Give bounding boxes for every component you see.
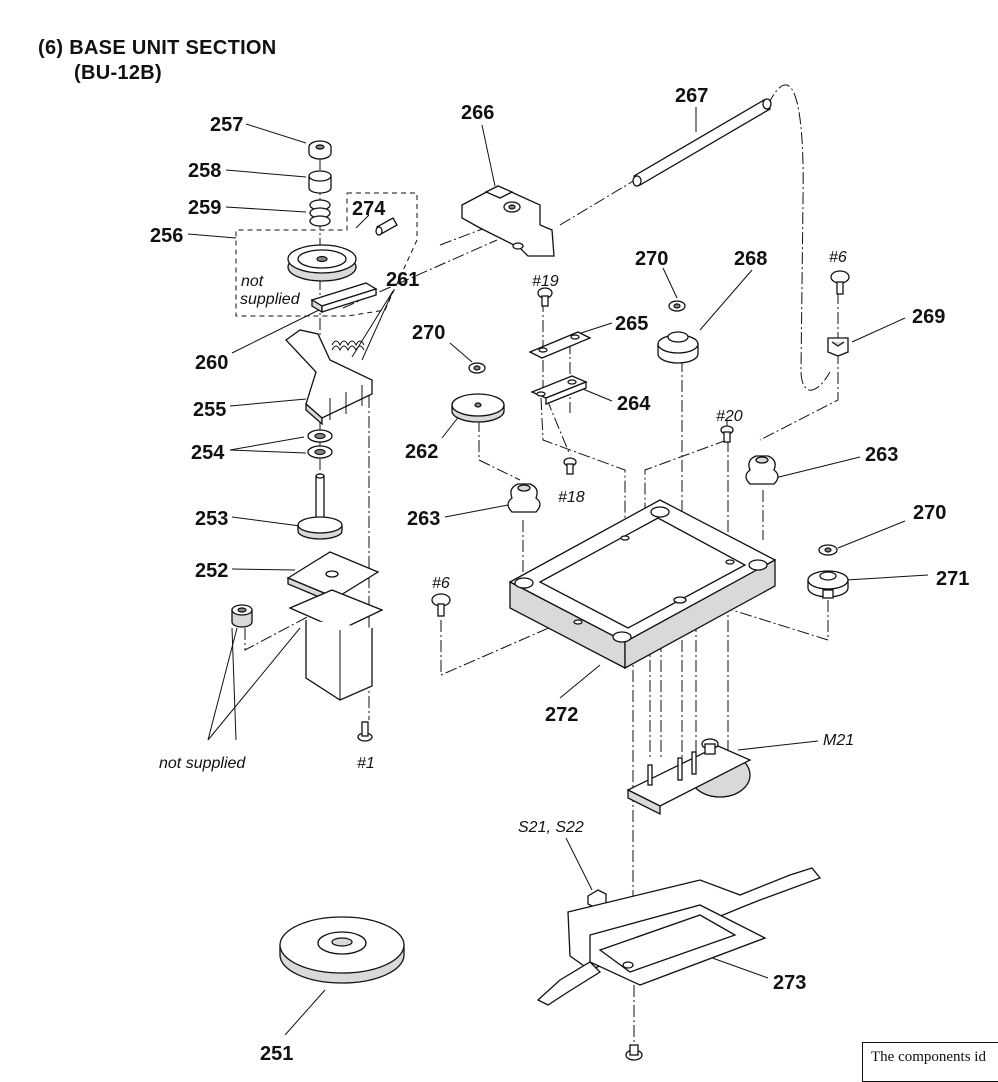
part-253-spindle [297, 473, 343, 540]
label-screw-20: #20 [716, 408, 743, 425]
footnote-box: The components id [862, 1042, 998, 1082]
section-title-line2: (BU-12B) [74, 62, 162, 84]
label-s21-s22: S21, S22 [518, 819, 584, 836]
label-254: 254 [191, 442, 225, 464]
label-263-right: 263 [865, 444, 898, 466]
screw-18 [563, 457, 577, 475]
part-260-bracket [310, 282, 378, 314]
part-254-washers [307, 429, 333, 459]
part-257-washer [308, 140, 332, 160]
section-title-line1: (6) BASE UNIT SECTION [38, 37, 277, 59]
label-268: 268 [734, 248, 767, 270]
label-262: 262 [405, 441, 438, 463]
label-m21: M21 [823, 732, 854, 749]
footnote-text: The components id [871, 1049, 986, 1065]
part-263-insulator-right [745, 455, 779, 485]
part-258-cap [308, 170, 332, 194]
label-screw-1: #1 [357, 755, 375, 772]
screw-20 [720, 425, 734, 443]
label-271: 271 [936, 568, 969, 590]
label-267: 267 [675, 85, 708, 107]
part-271-gear [807, 570, 849, 599]
motor-m21 [626, 738, 752, 816]
label-261: 261 [386, 269, 419, 291]
label-260: 260 [195, 352, 228, 374]
label-252: 252 [195, 560, 228, 582]
label-270-a: 270 [635, 248, 668, 270]
part-269-clip [827, 337, 849, 357]
part-274-pin [375, 217, 398, 236]
label-screw-18: #18 [558, 489, 585, 506]
label-screw-6-left: #6 [432, 575, 450, 592]
label-264: 264 [617, 393, 651, 415]
label-265: 265 [615, 313, 648, 335]
part-272-chassis [508, 499, 777, 670]
part-251-turntable [279, 916, 405, 984]
label-255: 255 [193, 399, 226, 421]
label-253: 253 [195, 508, 228, 530]
part-270-washer-b [468, 362, 486, 374]
part-266-optical-pickup [461, 185, 555, 257]
part-259-spring-washers [309, 199, 331, 227]
label-269: 269 [912, 306, 945, 328]
note-not-supplied-line1: not [241, 273, 264, 290]
part-270-washer-c [818, 544, 838, 556]
screw-19 [537, 287, 553, 307]
part-264-plate [530, 375, 588, 405]
note-not-supplied-bottom: not supplied [159, 755, 246, 772]
label-270-c: 270 [913, 502, 946, 524]
part-268-gear [657, 331, 699, 364]
screw-bottom [625, 1044, 643, 1061]
part-not-supplied-bushing [231, 604, 253, 628]
label-screw-19: #19 [532, 273, 559, 290]
part-270-washer-a [668, 300, 686, 312]
section-title: (6) BASE UNIT SECTION (BU-12B) [38, 36, 277, 86]
part-263-insulator-left [507, 483, 541, 513]
part-number-labels: 257 258 259 256 274 266 267 261 260 255 … [150, 85, 969, 1065]
label-274: 274 [352, 198, 386, 220]
not-supplied-boundary [235, 192, 418, 317]
screw-1 [357, 721, 373, 742]
screw-6-left [431, 593, 451, 617]
part-255-lever-arm [285, 329, 373, 426]
screw-6-top [830, 270, 850, 295]
part-267-guide-shaft [632, 98, 772, 187]
label-257: 257 [210, 114, 243, 136]
label-256: 256 [150, 225, 183, 247]
part-273-board [536, 867, 822, 1006]
label-251: 251 [260, 1043, 293, 1065]
label-273: 273 [773, 972, 806, 994]
part-261-spring [331, 340, 365, 352]
part-262-disc [451, 393, 505, 423]
label-270-b: 270 [412, 322, 445, 344]
note-not-supplied-line2: supplied [240, 291, 301, 308]
label-272: 272 [545, 704, 578, 726]
part-256-gear-pulley [287, 244, 357, 282]
label-266: 266 [461, 102, 494, 124]
label-259: 259 [188, 197, 221, 219]
label-263-left: 263 [407, 508, 440, 530]
label-258: 258 [188, 160, 221, 182]
motor-bracket-not-supplied [288, 589, 384, 701]
part-265-spring-plate [528, 331, 592, 359]
label-screw-6-top: #6 [829, 249, 847, 266]
